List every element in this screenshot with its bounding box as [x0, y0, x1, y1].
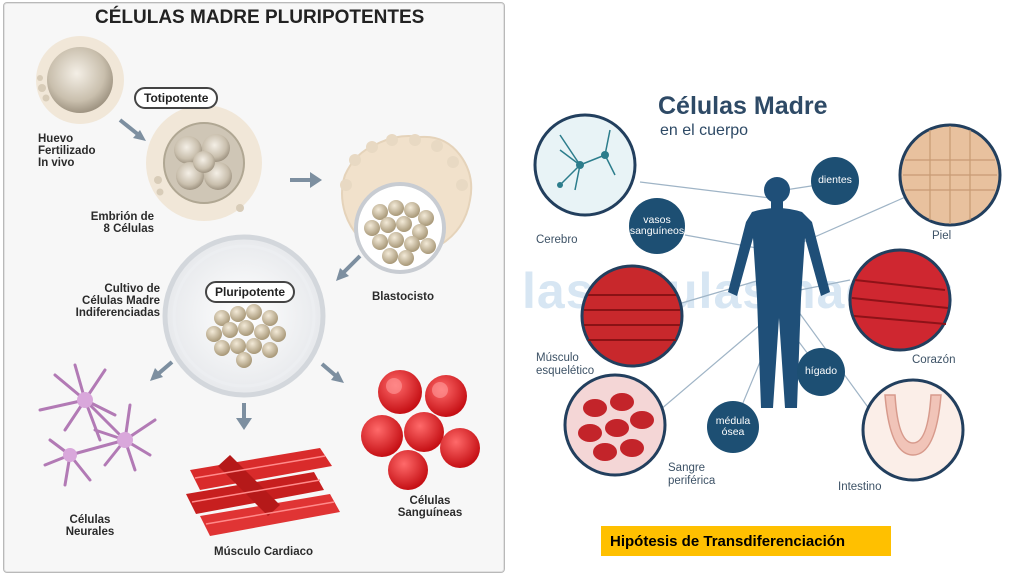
brain-cells-circle	[533, 113, 637, 217]
totipotent-label: Totipotente	[134, 87, 219, 109]
intestine-label: Intestino	[838, 481, 882, 493]
blood-circle	[563, 373, 667, 477]
cardiac-muscle-illustration	[186, 448, 340, 536]
fertilized-egg-illustration	[36, 36, 124, 124]
brain-label: Cerebro	[536, 234, 578, 246]
neural-cells-illustration	[38, 363, 157, 487]
heart-label: Corazón	[912, 354, 956, 366]
body-diagram-art	[533, 113, 1002, 482]
culture-dish-illustration	[162, 234, 326, 398]
skeletal-muscle-circle	[580, 264, 684, 368]
cardiac-muscle-label: Músculo Cardiaco	[214, 546, 314, 558]
left-title: CÉLULAS MADRE PLURIPOTENTES	[95, 7, 425, 28]
blood-cells-illustration	[361, 370, 480, 490]
teeth-bubble: dientes	[811, 157, 859, 205]
intestine-circle	[861, 378, 965, 482]
skin-circle	[898, 123, 1002, 227]
liver-bubble: hígado	[797, 348, 845, 396]
hypothesis-caption: Hipótesis de Transdiferenciación	[601, 526, 891, 556]
eight-cell-embryo-illustration	[146, 105, 262, 221]
human-silhouette	[728, 177, 830, 408]
heart-muscle-circle	[848, 248, 952, 352]
pluripotent-diagram-art	[36, 36, 480, 536]
skin-label: Piel	[932, 230, 952, 242]
blastocyst-illustration	[340, 134, 473, 274]
right-subtitle: en el cuerpo	[660, 122, 749, 139]
blastocyst-label: Blastocisto	[372, 291, 434, 303]
right-title: Células Madre	[658, 92, 828, 120]
pluripotent-label: Pluripotente	[205, 281, 296, 303]
